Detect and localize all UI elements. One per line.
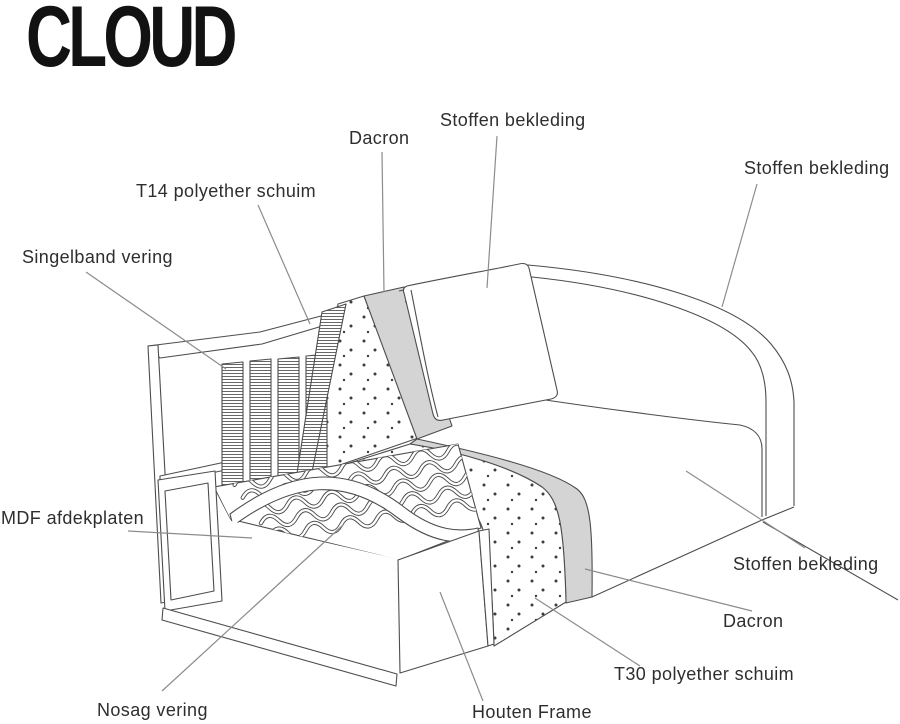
leader-lines [85, 135, 806, 702]
label-nosag: Nosag vering [97, 700, 208, 720]
leader-t14 [257, 204, 311, 325]
label-stoffen-bottom: Stoffen bekleding [733, 554, 879, 574]
leader-nosag [161, 524, 344, 692]
label-t30-polyether: T30 polyether schuim [614, 664, 795, 684]
label-dacron-top: Dacron [349, 128, 410, 148]
base-frame [157, 470, 398, 687]
sofa-linework [147, 262, 899, 687]
leader-houten-frame [439, 591, 484, 702]
leader-t30 [534, 597, 641, 667]
leader-dacron-top [381, 151, 385, 293]
cushion-piping [410, 289, 439, 418]
leader-mdf [127, 530, 253, 539]
seat-back-junction [518, 395, 763, 517]
brand-logo: CLOUD [26, 0, 237, 85]
label-stoffen-right: Stoffen bekleding [744, 158, 890, 178]
base-bottom-edge [591, 506, 795, 598]
label-dacron-bottom: Dacron [723, 611, 784, 631]
back-cushion [402, 262, 558, 421]
label-t14-polyether: T14 polyether schuim [136, 181, 317, 201]
label-houten-frame: Houten Frame [472, 702, 592, 722]
leader-dacron-bottom [584, 568, 753, 612]
front-left-panel [157, 470, 223, 612]
seat-box [397, 528, 495, 674]
label-stoffen-top: Stoffen bekleding [440, 110, 586, 130]
label-singelband: Singelband vering [22, 247, 173, 267]
bottom-rail [161, 607, 398, 687]
backrest-arm-outline [398, 264, 899, 601]
leader-stoffen-top [486, 135, 498, 289]
leader-stoffen-bottom [685, 470, 806, 549]
seat-box-post [478, 528, 495, 647]
mdf-cover-plate [216, 492, 399, 671]
leader-stoffen-right [721, 183, 758, 308]
leader-singelband [85, 271, 227, 370]
label-mdf: MDF afdekplaten [1, 508, 145, 528]
